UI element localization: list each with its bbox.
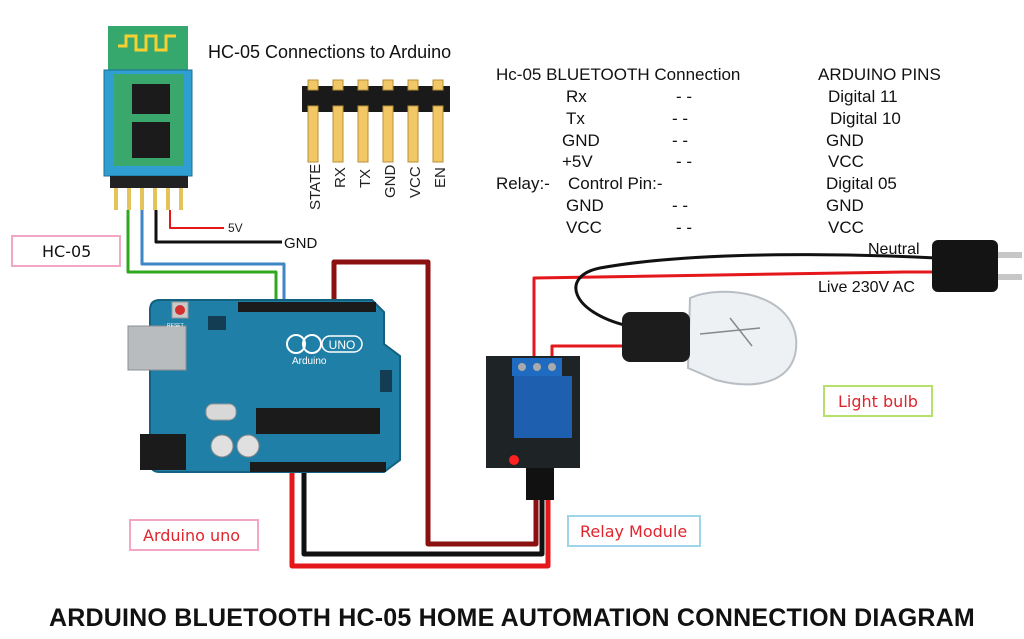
table-row-right: Digital 11 xyxy=(828,87,898,106)
table-row-right: Digital 10 xyxy=(830,109,901,128)
pin-header-body xyxy=(302,86,450,112)
header-pin-label: TX xyxy=(357,169,374,188)
icsp-header-2 xyxy=(380,370,392,392)
wire-hc05-gnd xyxy=(154,210,282,244)
header-pin-label: EN xyxy=(432,167,449,188)
pinout-title: HC-05 Connections to Arduino xyxy=(208,42,452,62)
header-pin-label: RX xyxy=(332,167,349,188)
relay-terminal-screw-3 xyxy=(548,363,556,371)
hc05-chip-2 xyxy=(132,122,170,158)
table-row-sep: - - xyxy=(676,152,693,171)
table-row-sep: - - xyxy=(672,196,689,215)
capacitor-2 xyxy=(236,434,260,458)
header-pin-label: GND xyxy=(382,165,399,199)
relay-led xyxy=(509,455,519,465)
wire-live-ac xyxy=(532,270,936,362)
hc05-pins xyxy=(114,188,183,210)
table-row-sep: - - xyxy=(676,87,693,106)
infinity-logo-right xyxy=(302,334,322,354)
arduino-uno-board: UNO Arduino RESET xyxy=(127,299,401,473)
digital-header xyxy=(238,302,376,312)
bulb-filament xyxy=(699,317,761,347)
relay-terminal-screw-2 xyxy=(533,363,541,371)
hc05-pin-header xyxy=(110,176,188,188)
wire-relay-control xyxy=(331,259,539,547)
hc05-antenna-board xyxy=(108,26,188,74)
usb-connector xyxy=(127,325,187,371)
wire-neutral xyxy=(574,253,937,328)
atmega-chip xyxy=(256,408,380,434)
relay-terminal-screw-1 xyxy=(518,363,526,371)
hc05-module xyxy=(103,26,193,210)
relay-block xyxy=(514,376,572,438)
capacitor-1 xyxy=(210,434,234,458)
wire-hc05-tx xyxy=(126,210,278,302)
table-row-sep: - - xyxy=(672,131,689,150)
table-row-left: Rx xyxy=(566,87,587,106)
light-bulb xyxy=(622,290,798,386)
table-row-left: VCC xyxy=(566,218,602,237)
table-row-prefix: Relay:- xyxy=(496,174,550,193)
analog-power-header xyxy=(250,462,386,472)
table-row-right: GND xyxy=(826,196,864,215)
hc05-antenna-trace xyxy=(118,34,176,52)
plug-prong-top xyxy=(998,252,1022,258)
wire-label-gnd: GND xyxy=(284,235,318,252)
plug-body xyxy=(932,240,998,292)
icsp-header xyxy=(208,316,226,330)
table-row-left: Tx xyxy=(566,109,585,128)
pin-header-illustration xyxy=(302,79,450,163)
table-row-left: +5V xyxy=(562,152,593,171)
table-row-right: GND xyxy=(826,131,864,150)
bulb-socket xyxy=(622,312,690,362)
header-pin-label: STATE xyxy=(307,164,324,210)
pin-header-pins xyxy=(307,79,444,163)
wire-relay-gnd xyxy=(301,470,545,557)
relay-label: Relay Module xyxy=(572,519,696,544)
bulb-glass xyxy=(686,290,798,386)
hc05-chip-1 xyxy=(132,84,170,114)
table-row-right: VCC xyxy=(828,152,864,171)
wire-label-neutral: Neutral xyxy=(868,241,920,258)
wire-label-live: Live 230V AC xyxy=(818,279,915,296)
bulb-label: Light bulb xyxy=(830,389,926,414)
wire-hc05-rx xyxy=(140,210,286,302)
power-jack xyxy=(140,434,186,470)
header-pin-label: VCC xyxy=(407,166,424,198)
arduino-brand-text: Arduino xyxy=(292,356,327,367)
diagram-title: ARDUINO BLUETOOTH HC-05 HOME AUTOMATION … xyxy=(49,604,975,632)
table-row-sep: - - xyxy=(676,218,693,237)
table-row-right: VCC xyxy=(828,218,864,237)
uno-badge-text: UNO xyxy=(329,338,356,352)
wire-label-5v: 5V xyxy=(228,221,243,235)
power-plug xyxy=(932,240,1022,292)
table-row-right: Digital 05 xyxy=(826,174,897,193)
relay-pin-header xyxy=(526,468,554,500)
table-row-sep: - - xyxy=(672,109,689,128)
uno-badge xyxy=(321,335,363,353)
wire-hc05-5v xyxy=(169,210,224,229)
plug-prong-bottom xyxy=(998,274,1022,280)
wire-relay-vcc xyxy=(289,470,551,569)
table-row-left: GND xyxy=(562,131,600,150)
table-header-right: ARDUINO PINS xyxy=(818,65,941,84)
arduino-board-outline xyxy=(149,299,401,473)
infinity-logo-left xyxy=(286,334,306,354)
hc05-label: HC-05 xyxy=(34,239,100,264)
wires xyxy=(126,210,937,569)
crystal xyxy=(205,403,237,421)
reset-button-cap[interactable] xyxy=(175,305,185,315)
arduino-label: Arduino uno xyxy=(135,523,249,548)
reset-label: RESET xyxy=(167,323,184,329)
table-row-left: GND xyxy=(566,196,604,215)
table-header-left: Hc-05 BLUETOOTH Connection xyxy=(496,65,741,84)
table-row-left: Control Pin:- xyxy=(568,174,663,193)
relay-module xyxy=(486,356,580,500)
header-pin-labels: STATE RX TX GND VCC EN xyxy=(307,164,449,210)
